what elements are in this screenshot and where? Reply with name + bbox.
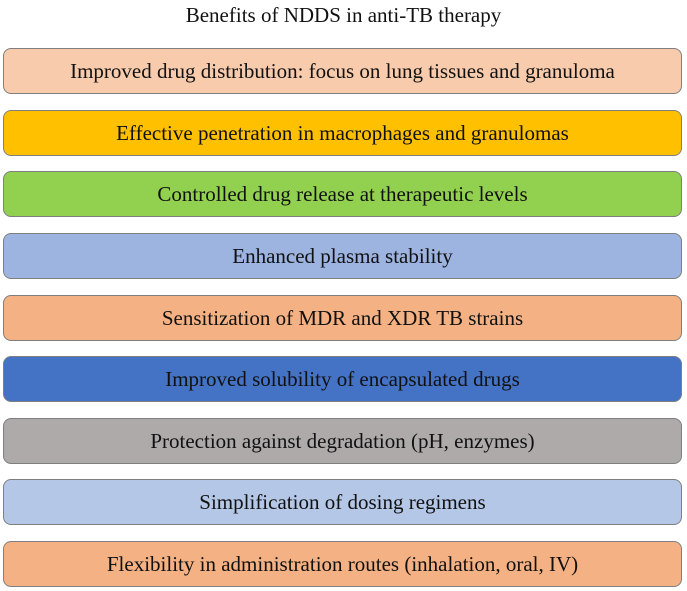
benefit-box-plasma-stability: Enhanced plasma stability	[3, 233, 682, 279]
benefit-box-dosing-simplification: Simplification of dosing regimens	[3, 479, 682, 525]
benefit-label: Flexibility in administration routes (in…	[106, 551, 579, 576]
benefit-label: Enhanced plasma stability	[232, 243, 453, 268]
benefit-box-solubility: Improved solubility of encapsulated drug…	[3, 356, 682, 402]
benefit-label: Effective penetration in macrophages and…	[116, 120, 569, 145]
benefit-label: Protection against degradation (pH, enzy…	[150, 428, 535, 453]
benefit-box-penetration: Effective penetration in macrophages and…	[3, 110, 682, 156]
diagram-title: Benefits of NDDS in anti-TB therapy	[185, 3, 502, 27]
benefit-label: Controlled drug release at therapeutic l…	[157, 181, 528, 206]
benefit-box-administration-routes: Flexibility in administration routes (in…	[3, 541, 682, 587]
benefit-label: Sensitization of MDR and XDR TB strains	[161, 305, 524, 330]
benefit-box-drug-distribution: Improved drug distribution: focus on lun…	[3, 48, 682, 94]
benefit-box-sensitization: Sensitization of MDR and XDR TB strains	[3, 295, 682, 341]
benefit-label: Improved solubility of encapsulated drug…	[165, 366, 520, 391]
benefit-label: Improved drug distribution: focus on lun…	[70, 58, 615, 83]
benefit-box-protection: Protection against degradation (pH, enzy…	[3, 418, 682, 464]
benefit-label: Simplification of dosing regimens	[199, 489, 486, 514]
benefit-box-controlled-release: Controlled drug release at therapeutic l…	[3, 171, 682, 217]
